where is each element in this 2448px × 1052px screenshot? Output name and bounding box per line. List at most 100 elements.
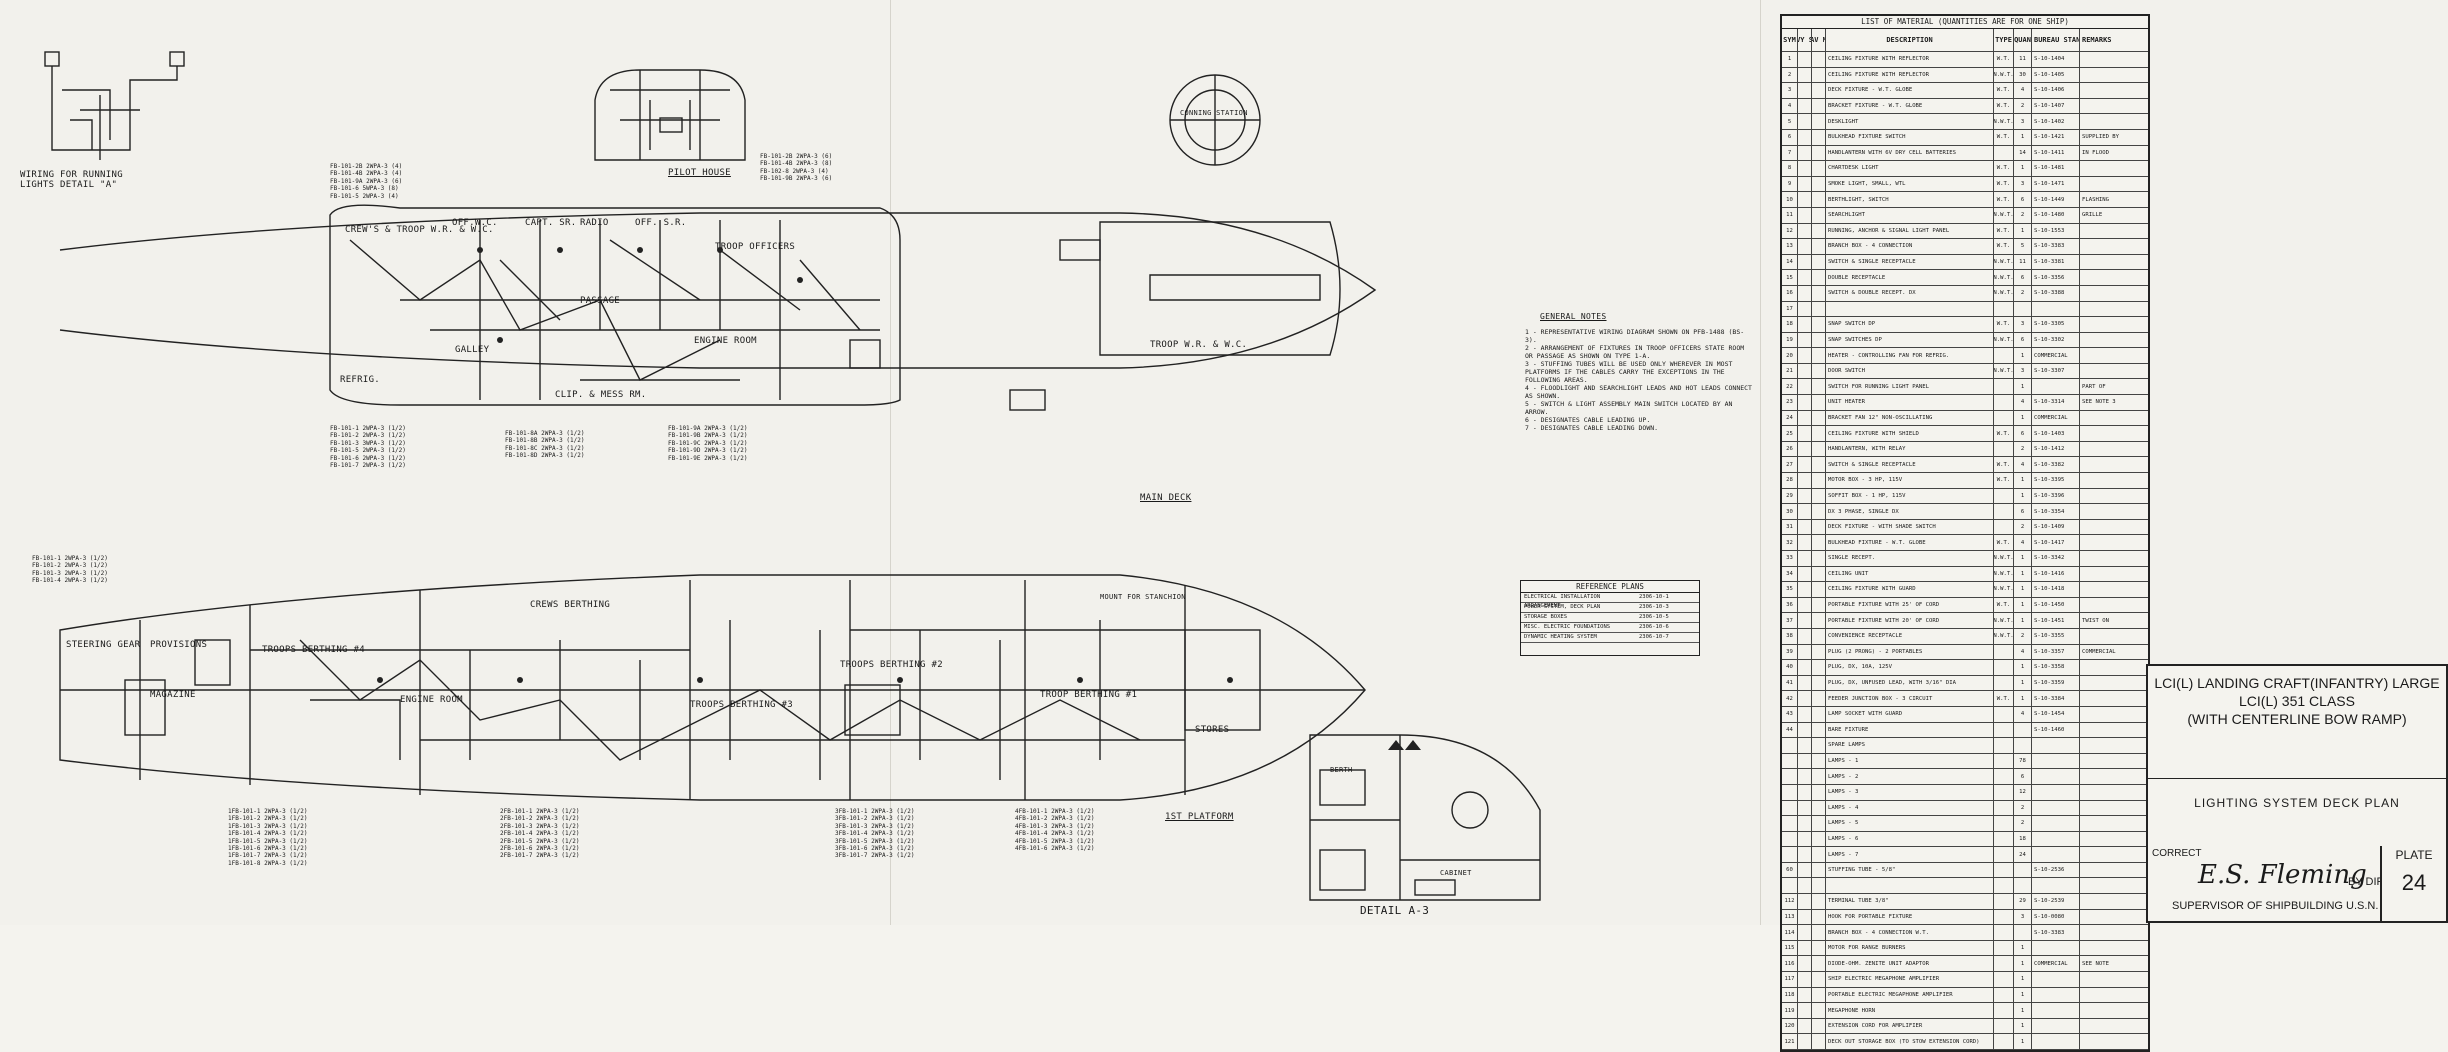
- material-cell: [1798, 800, 1812, 816]
- material-cell: [2032, 738, 2080, 753]
- material-cell: SEE NOTE: [2082, 960, 2109, 967]
- cable-list-platform-left: FB-101-1 2WPA-3 (1/2) FB-101-2 2WPA-3 (1…: [32, 555, 108, 585]
- plan-number: 2306-10-6: [1639, 624, 1669, 630]
- material-cell: [1798, 519, 1812, 535]
- material-cell: [2080, 925, 2148, 940]
- material-cell: [1812, 519, 1826, 535]
- material-cell: 1: [2014, 551, 2032, 566]
- material-cell: [1812, 1034, 1826, 1049]
- material-cell: [1812, 691, 1826, 706]
- material-cell: [2080, 941, 2148, 956]
- material-cell: DX 3 PHASE, SINGLE DX: [1826, 504, 1994, 519]
- material-cell: [1994, 784, 2014, 800]
- material-cell: W.T.: [1994, 98, 2014, 114]
- header-cell: REMARKS: [2082, 36, 2112, 44]
- material-cell: 1: [2014, 987, 2032, 1003]
- material-cell: [1798, 114, 1812, 129]
- material-cell: S-10-1418: [2032, 582, 2080, 597]
- material-cell: CEILING FIXTURE WITH SHIELD: [1826, 426, 1994, 441]
- material-cell: [1826, 878, 1994, 894]
- material-cell: N.W.T.: [1994, 270, 2014, 285]
- material-cell: [2032, 816, 2080, 831]
- material-cell: 120: [1782, 1018, 1798, 1034]
- material-cell: PLUG (2 PRONG) - 2 PORTABLES: [1826, 644, 1994, 660]
- material-cell: [1812, 816, 1826, 831]
- material-cell: [1994, 660, 2014, 675]
- material-cell: [2032, 878, 2080, 894]
- material-cell: [2032, 753, 2080, 769]
- material-cell: 1: [2014, 956, 2032, 972]
- material-cell: [1812, 831, 1826, 847]
- material-cell: 119: [1782, 1003, 1798, 1018]
- material-cell: [1812, 909, 1826, 925]
- material-cell: [1782, 816, 1798, 831]
- material-cell: HOOK FOR PORTABLE FIXTURE: [1826, 909, 1994, 925]
- material-cell: N.W.T.: [1994, 551, 2014, 566]
- cable-entry: 3FB-101-3 2WPA-3 (1/2): [835, 822, 915, 830]
- material-cell: CONVENIENCE RECEPTACLE: [1826, 628, 1994, 644]
- cable-entry: 2FB-101-6 2WPA-3 (1/2): [500, 844, 580, 852]
- material-cell: [2080, 348, 2148, 363]
- detail-a-wiring: [44, 51, 185, 160]
- material-cell: 11: [2014, 254, 2032, 270]
- material-cell: [2080, 489, 2148, 504]
- material-cell: S-10-1416: [2032, 566, 2080, 582]
- material-table-header: SYM NAVY SYM NAV MK DESCRIPTION TYPE QUA…: [1782, 29, 2148, 52]
- material-cell: DOUBLE RECEPTACLE: [1826, 270, 1994, 285]
- material-cell: W.T.: [1994, 83, 2014, 98]
- sheet-fold: [890, 0, 891, 925]
- material-cell: 6: [2014, 192, 2032, 207]
- header-cell: SYM: [1782, 29, 1798, 51]
- material-cell: W.T.: [1994, 52, 2014, 67]
- material-cell: PLUG, DX, UNFUSED LEAD, WITH 3/16" DIA: [1826, 675, 1994, 691]
- general-note: 4 - FLOODLIGHT AND SEARCHLIGHT LEADS AND…: [1525, 384, 1752, 400]
- material-cell: COMMERCIAL: [2032, 348, 2080, 363]
- material-cell: [1812, 628, 1826, 644]
- material-cell: [2080, 99, 2148, 114]
- material-cell: [1994, 816, 2014, 831]
- material-cell: [2032, 940, 2080, 956]
- material-cell: [2032, 301, 2080, 317]
- material-cell: [1812, 67, 1826, 83]
- cable-entry: 3FB-101-6 2WPA-3 (1/2): [835, 844, 915, 852]
- material-cell: [2080, 68, 2148, 83]
- material-cell: 6: [2014, 504, 2032, 519]
- material-cell: [1798, 972, 1812, 987]
- material-cell: S-10-1417: [2032, 535, 2080, 550]
- material-cell: [1994, 940, 2014, 956]
- material-cell: N.W.T.: [1994, 114, 2014, 129]
- material-cell: [2080, 364, 2148, 379]
- cable-entry: 2FB-101-4 2WPA-3 (1/2): [500, 830, 580, 838]
- material-cell: [1994, 738, 2014, 753]
- material-cell: PORTABLE FIXTURE WITH 20' OF CORD: [1826, 613, 1994, 628]
- material-cell: SPARE LAMPS: [1826, 738, 1994, 753]
- material-cell: PORTABLE FIXTURE WITH 25' OF CORD: [1826, 597, 1994, 613]
- material-cell: S-10-3381: [2032, 254, 2080, 270]
- material-cell: [1798, 535, 1812, 550]
- header-cell: NAV MK: [1812, 29, 1826, 51]
- material-cell: [2080, 676, 2148, 691]
- plan-title: DYNAMIC HEATING SYSTEM: [1524, 634, 1597, 640]
- material-cell: [1812, 925, 1826, 940]
- material-cell: [1994, 831, 2014, 847]
- material-cell: [1994, 488, 2014, 504]
- material-cell: 41: [1782, 675, 1798, 691]
- material-cell: [1812, 270, 1826, 285]
- material-cell: 1: [2014, 410, 2032, 426]
- material-cell: [1798, 426, 1812, 441]
- label-troop-berthing-1: TROOP BERTHING #1: [1040, 690, 1138, 700]
- material-cell: 20: [1782, 348, 1798, 363]
- material-cell: N.W.T.: [1994, 363, 2014, 379]
- material-cell: 9: [1782, 176, 1798, 192]
- header-cell: NAVY SYM: [1798, 29, 1812, 51]
- title-divider: [2148, 778, 2446, 779]
- reference-plans-table: REFERENCE PLANS ELECTRICAL INSTALLATION …: [1520, 580, 1700, 656]
